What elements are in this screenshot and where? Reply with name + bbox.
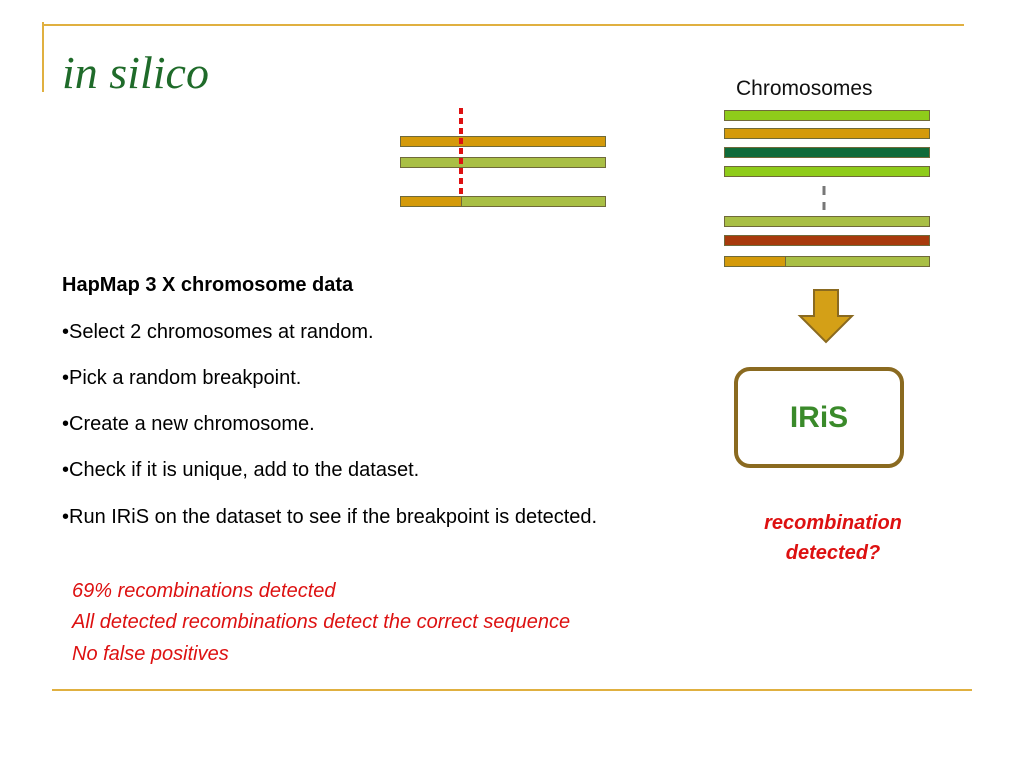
recombinant-left-segment: [400, 196, 462, 207]
slide-title: in silico: [62, 47, 209, 98]
recombinant-left-segment: [724, 256, 786, 267]
down-arrow-icon: [797, 289, 855, 344]
chromosome-bar: [724, 128, 930, 139]
parent-chromosome-2: [400, 157, 606, 168]
chromosome-bar: [724, 216, 930, 227]
left-accent-line: [42, 22, 44, 92]
iris-box: IRiS: [734, 367, 904, 468]
top-accent-line: [42, 24, 964, 26]
parent-chromosome-1: [400, 136, 606, 147]
recombinant-chromosome: [400, 196, 606, 207]
bullet-item: •Check if it is unique, add to the datas…: [62, 459, 420, 481]
bullet-item: •Run IRiS on the dataset to see if the b…: [62, 506, 598, 528]
ellipsis-dashes-icon: [822, 186, 826, 210]
chromosome-bar: [724, 147, 930, 158]
chromosomes-label: Chromosomes: [736, 77, 873, 100]
result-line: No false positives: [72, 643, 229, 665]
chromosome-bar: [724, 166, 930, 177]
iris-label: IRiS: [789, 401, 849, 434]
result-line: All detected recombinations detect the c…: [72, 611, 571, 633]
data-heading: HapMap 3 X chromosome data: [62, 274, 354, 296]
bullet-item: •Create a new chromosome.: [62, 413, 315, 435]
result-line: 69% recombinations detected: [72, 580, 336, 602]
recombination-question: recombination detected?: [764, 512, 902, 564]
breakpoint-line-icon: [459, 108, 463, 194]
chromosome-bar-recombinant: [724, 256, 930, 267]
bullet-item: •Pick a random breakpoint.: [62, 367, 302, 389]
bullet-item: •Select 2 chromosomes at random.: [62, 321, 374, 343]
chromosome-bar: [724, 110, 930, 121]
chromosome-bar: [724, 235, 930, 246]
bottom-accent-line: [52, 689, 972, 691]
